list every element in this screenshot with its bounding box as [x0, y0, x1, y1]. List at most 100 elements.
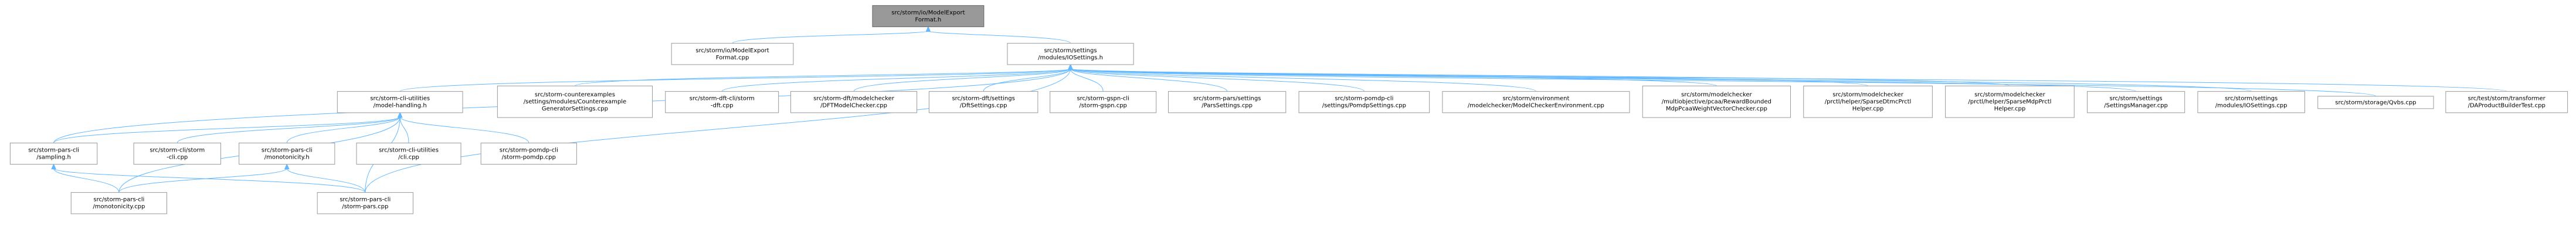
node-label-line: src/storm-dft-cli/storm	[690, 96, 755, 102]
node-label-line: src/storm-dft/settings	[952, 96, 1014, 102]
node-ios-h[interactable]: src/storm/settings/modules/IOSettings.h	[1007, 43, 1134, 65]
node-setmgr[interactable]: src/storm/settings/SettingsManager.cpp	[2086, 91, 2185, 113]
node-box	[9, 142, 98, 165]
node-label-line: src/storm/modelchecker	[1974, 92, 2045, 98]
edge-arrowhead	[1068, 63, 1073, 70]
edge-pars-cpp-to-samp-h	[53, 168, 366, 193]
node-label-line: /cli.cpp	[398, 154, 419, 160]
node-smdp[interactable]: src/storm/modelchecker/prctl/helper/Spar…	[1945, 85, 2075, 118]
node-label-line: /modelchecker/ModelCheckerEnvironment.cp…	[1468, 103, 1604, 109]
edge-cli-cpp-to-mh-h	[177, 116, 401, 143]
node-box	[671, 43, 794, 65]
node-ios-cpp[interactable]: src/storm/settings/modules/IOSettings.cp…	[2197, 91, 2305, 113]
node-label-line: /prctl/helper/SparseMdpPrctl	[1968, 99, 2051, 105]
node-label-line: Format.h	[915, 16, 942, 23]
edge-mono-cpp-to-samp-h	[53, 168, 120, 193]
edge-pars-cpp-to-ios-h	[365, 68, 1071, 193]
node-dft-cli[interactable]: src/storm-dft-cli/storm-dft.cpp	[665, 91, 779, 113]
node-box	[1442, 91, 1630, 113]
edge-dftmc-to-ios-h	[853, 68, 1071, 92]
node-label-line: /sampling.h	[36, 154, 71, 160]
node-parsset[interactable]: src/storm-pars/settings/ParsSettings.cpp	[1167, 91, 1287, 113]
node-label-line: src/storm-pomdp-cli	[500, 147, 558, 153]
edge-gspn-to-ios-h	[1070, 68, 1104, 92]
node-cli-cpp[interactable]: src/storm-cli/storm-cli.cpp	[133, 142, 221, 165]
node-utcli[interactable]: src/storm-cli-utilities/cli.cpp	[356, 142, 461, 165]
node-label-line: src/storm/modelchecker	[1681, 92, 1752, 98]
node-env[interactable]: src/storm/environment/modelchecker/Model…	[1442, 91, 1630, 113]
node-label-line: /multiobjective/pcaa/RewardBounded	[1662, 99, 1771, 105]
node-label-line: src/storm-pars/settings	[1193, 96, 1261, 102]
node-label-line: /storm-pomdp.cpp	[502, 154, 556, 160]
edge-samp-h-to-mh-h	[53, 116, 401, 143]
edge-parsset-to-ios-h	[1070, 68, 1228, 92]
node-label-line: /monotonicity.cpp	[93, 204, 145, 210]
edge-mono-h-to-mh-h	[286, 116, 401, 143]
node-cex[interactable]: src/storm-counterexamples/settings/modul…	[497, 85, 653, 118]
node-label-line: src/storm-cli-utilities	[370, 96, 430, 102]
node-box	[665, 91, 779, 113]
edge-cex-to-ios-h	[574, 68, 1071, 86]
node-label-line: src/storm-pars-cli	[262, 147, 313, 153]
node-label-line: -cli.cpp	[167, 154, 188, 160]
node-pomdpset[interactable]: src/storm-pomdp-cli/settings/PomdpSettin…	[1298, 91, 1430, 113]
edge-arrowhead	[397, 112, 403, 118]
node-box	[356, 142, 461, 165]
node-mono-h[interactable]: src/storm-pars-cli/monotonicity.h	[239, 142, 335, 165]
edge-arrowhead	[51, 163, 56, 170]
edge-pomdp-to-mh-h	[399, 116, 530, 143]
node-label-line: GeneratorSettings.cpp	[542, 106, 608, 112]
node-label-line: /modules/IOSettings.cpp	[2215, 103, 2287, 109]
edges-layer	[51, 26, 2507, 193]
node-jdd[interactable]: src/test/storm/transformer/DAProductBuil…	[2445, 91, 2568, 113]
node-pomdp[interactable]: src/storm-pomdp-cli/storm-pomdp.cpp	[480, 142, 577, 165]
edge-arrowhead	[284, 163, 290, 170]
node-label-line: src/storm/environment	[1502, 96, 1569, 102]
edge-dft-cli-to-ios-h	[721, 68, 1071, 92]
node-label-line: Helper.cpp	[1994, 106, 2026, 112]
node-label-line: Format.cpp	[716, 55, 749, 61]
node-label-line: src/storm/io/ModelExport	[695, 48, 769, 54]
node-qvbs[interactable]: src/storm/storage/Qvbs.cpp	[2317, 96, 2434, 109]
node-label-line: src/storm-pars-cli	[93, 197, 144, 203]
node-sdtmc[interactable]: src/storm/modelchecker/prctl/helper/Spar…	[1803, 85, 1933, 118]
node-label-line: src/storm-pomdp-cli	[1335, 96, 1393, 102]
node-box	[2445, 91, 2568, 113]
edge-dftset-to-ios-h	[983, 68, 1071, 92]
node-gspn[interactable]: src/storm-gspn-cli/storm-gspn.cpp	[1050, 91, 1157, 113]
edge-qvbs-to-ios-h	[1070, 68, 2376, 97]
node-label-line: src/storm-pars-cli	[340, 197, 391, 203]
edge-utcli-to-mh-h	[399, 116, 409, 143]
node-box	[1642, 85, 1791, 118]
node-box	[239, 142, 335, 165]
node-box	[1298, 91, 1430, 113]
node-label-line: src/storm-gspn-cli	[1077, 96, 1129, 102]
node-label-line: src/storm/settings	[2225, 96, 2278, 102]
node-label-line: src/test/storm/transformer	[2468, 96, 2546, 102]
node-label-line: /settings/modules/Counterexample	[524, 99, 626, 105]
node-multi[interactable]: src/storm/modelchecker/multiobjective/pc…	[1642, 85, 1791, 118]
edge-mh-h-to-ios-h	[399, 68, 1071, 92]
node-box	[790, 91, 918, 113]
node-dftset[interactable]: src/storm-dft/settings/DftSettings.cpp	[928, 91, 1038, 113]
node-label-line: /storm-pars.cpp	[342, 204, 388, 210]
node-mono-cpp[interactable]: src/storm-pars-cli/monotonicity.cpp	[70, 192, 167, 214]
edge-ios-cpp-to-ios-h	[1070, 68, 2252, 92]
node-box	[70, 192, 167, 214]
node-label-line: Helper.cpp	[1852, 106, 1884, 112]
edge-env-to-ios-h	[1070, 68, 1536, 92]
node-label-line: /DFTModelChecker.cpp	[820, 103, 887, 109]
node-label-line: /model-handling.h	[374, 103, 427, 109]
node-label-line: /modules/IOSettings.h	[1038, 55, 1103, 61]
edge-pars-cpp-to-mono-h	[286, 168, 366, 193]
node-label-line: /DAProductBuilderTest.cpp	[2468, 103, 2546, 109]
node-box	[928, 91, 1038, 113]
node-dftmc[interactable]: src/storm-dft/modelchecker/DFTModelCheck…	[790, 91, 918, 113]
node-samp-h[interactable]: src/storm-pars-cli/sampling.h	[9, 142, 98, 165]
node-pars-cpp[interactable]: src/storm-pars-cli/storm-pars.cpp	[317, 192, 413, 214]
node-mh-h[interactable]: src/storm-cli-utilities/model-handling.h	[337, 91, 463, 113]
nodes-layer: src/storm/io/ModelExportFormat.hsrc/stor…	[9, 5, 2568, 214]
